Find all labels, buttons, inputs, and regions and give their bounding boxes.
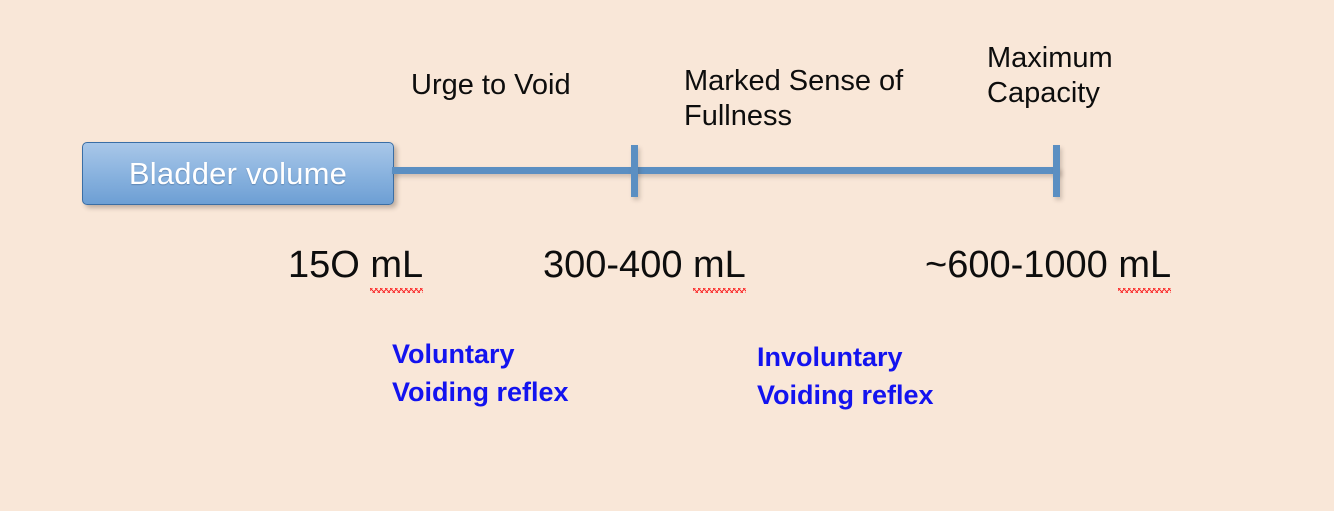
volume-value-third-number: ~600-1000 — [925, 244, 1119, 286]
volume-unit-second: mL — [693, 244, 746, 293]
annotation-involuntary-voiding-reflex: Involuntary Voiding reflex — [757, 342, 934, 411]
stage-heading-marked-sense-of-fullness: Marked Sense of Fullness — [684, 65, 904, 133]
volume-value-third: ~600-1000 mL — [925, 244, 1172, 293]
volume-unit-third: mL — [1118, 244, 1172, 293]
volume-value-first: 15O mL — [288, 244, 424, 293]
stage-heading-urge-to-void: Urge to Void — [411, 69, 571, 101]
annotation-voluntary-voiding-reflex: Voluntary Voiding reflex — [392, 339, 569, 408]
bladder-volume-label: Bladder volume — [128, 156, 348, 191]
volume-value-second-number: 300-400 — [543, 244, 694, 286]
stage-heading-maximum-capacity: Maximum Capacity — [987, 42, 1113, 110]
volume-unit-first: mL — [370, 244, 424, 293]
bladder-volume-box[interactable]: Bladder volume — [82, 142, 394, 205]
volume-value-first-number: 15O — [288, 244, 371, 286]
bladder-volume-axis-line — [392, 167, 1060, 174]
volume-value-second: 300-400 mL — [543, 244, 746, 293]
axis-tick-end — [1053, 145, 1060, 197]
axis-tick-middle — [631, 145, 638, 197]
